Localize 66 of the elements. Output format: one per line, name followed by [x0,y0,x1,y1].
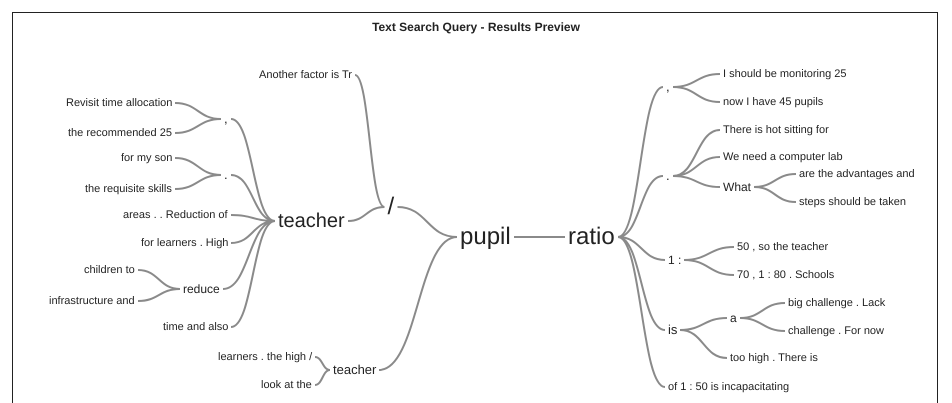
tree-word: ratio [568,222,615,252]
tree-branch [174,174,222,190]
tree-word: of 1 : 50 is incapacitating [668,380,790,394]
tree-word: infrastructure and [49,294,135,308]
tree-branch [754,186,796,203]
tree-branch [672,175,720,188]
tree-word: steps should be taken [799,196,906,209]
tree-word: are the advantages and [799,168,915,181]
tree-word: the requisite skills [85,182,172,196]
tree-word: I should be monitoring 25 [723,68,847,81]
tree-branch [348,206,385,222]
tree-word: the recommended 25 [68,126,172,140]
tree-word: . [224,167,228,183]
tree-word: too high . There is [730,352,818,365]
tree-word: 70 , 1 : 80 . Schools [737,268,834,282]
tree-word: areas . . Reduction of [123,208,228,222]
tree-word: There is hot sitting for [723,124,829,137]
tree-word: Another factor is Tr [259,68,352,82]
tree-branch [680,329,728,359]
tree-word: reduce [183,282,220,296]
tree-word: We need a computer lab [723,150,843,164]
tree-word: look at the [261,378,312,392]
tree-branch [618,86,664,238]
tree-branch [230,220,276,328]
tree-branch [378,236,458,371]
tree-word: now I have 45 pupils [723,96,824,109]
tree-branch [740,317,786,332]
tree-branch [314,369,330,386]
tree-word: Revisit time allocation [66,96,172,110]
tree-branch [354,74,386,208]
tree-word: What [723,180,752,194]
tree-word: time and also [163,320,228,334]
tree-word: is [668,322,678,338]
tree-word: pupil [460,222,511,252]
tree-word: learners . the high / [218,350,312,364]
tree-word: . [666,168,670,184]
tree-word: big challenge . Lack [788,296,886,310]
title: Text Search Query - Results Preview [372,20,580,34]
tree-branch [138,288,180,302]
tree-word: teacher [333,362,376,378]
tree-word: for learners . High [141,236,228,250]
tree-branch [222,220,276,290]
tree-word: a [730,311,737,326]
tree-branch [230,174,276,222]
tree-word: , [224,111,228,127]
tree-branch [672,129,720,177]
tree-branch [174,118,222,134]
tree-branch [618,236,666,261]
tree-word: for my son [121,152,172,165]
tree-word: 50 , so the teacher [737,240,828,254]
tree-word: / [388,192,394,222]
tree-branch [514,236,565,238]
tree-branch [618,175,664,238]
tree-word: teacher [278,209,345,233]
tree-word: 1 : [668,253,682,268]
tree-branch [618,236,666,331]
tree-branch [618,236,666,388]
tree-branch [672,86,720,103]
tree-branch [684,259,734,276]
tree-branch [230,118,276,222]
tree-branch [314,356,330,371]
tree-branch [397,206,458,238]
tree-word: challenge . For now [788,324,884,338]
tree-word: , [666,79,670,95]
tree-word: children to [84,264,135,277]
tree-branch [230,220,276,244]
